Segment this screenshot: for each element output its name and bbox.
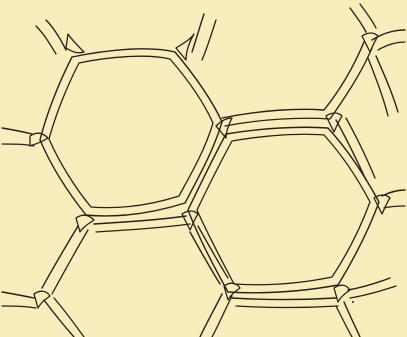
ink-speck: [352, 301, 354, 303]
